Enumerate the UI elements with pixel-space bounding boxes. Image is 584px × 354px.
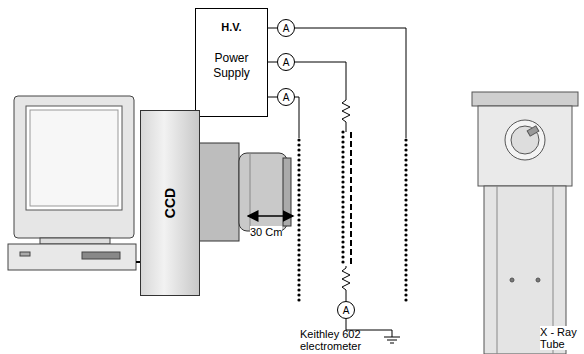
computer	[8, 96, 136, 270]
camera	[199, 143, 291, 241]
ammeter: A	[277, 53, 295, 71]
wire-connector	[268, 28, 277, 29]
node-text: A	[283, 57, 290, 68]
wire-connector	[268, 62, 277, 63]
wire-connector	[268, 97, 277, 98]
electrodes	[297, 130, 407, 302]
wires	[294, 28, 406, 343]
instrument-label: Keithley 602 electrometer	[300, 328, 382, 352]
device-label: X - Ray Tube	[540, 326, 582, 350]
ammeter: A	[337, 301, 355, 319]
power-supply-box: H.V. Power Supply	[195, 8, 268, 117]
x-ray-tube	[472, 92, 578, 354]
node-text: A	[343, 305, 350, 316]
distance-arrow	[248, 215, 293, 217]
distance-label: 30 Cm	[250, 226, 282, 238]
ammeter: A	[277, 88, 295, 106]
node-text: H.V.	[196, 21, 267, 33]
node-text: A	[283, 92, 290, 103]
ccd-camera-box: CCD	[140, 110, 200, 296]
node-text: CCD	[162, 188, 178, 218]
node-text: A	[283, 23, 290, 34]
ammeter: A	[277, 19, 295, 37]
node-text: Power Supply	[196, 51, 267, 81]
